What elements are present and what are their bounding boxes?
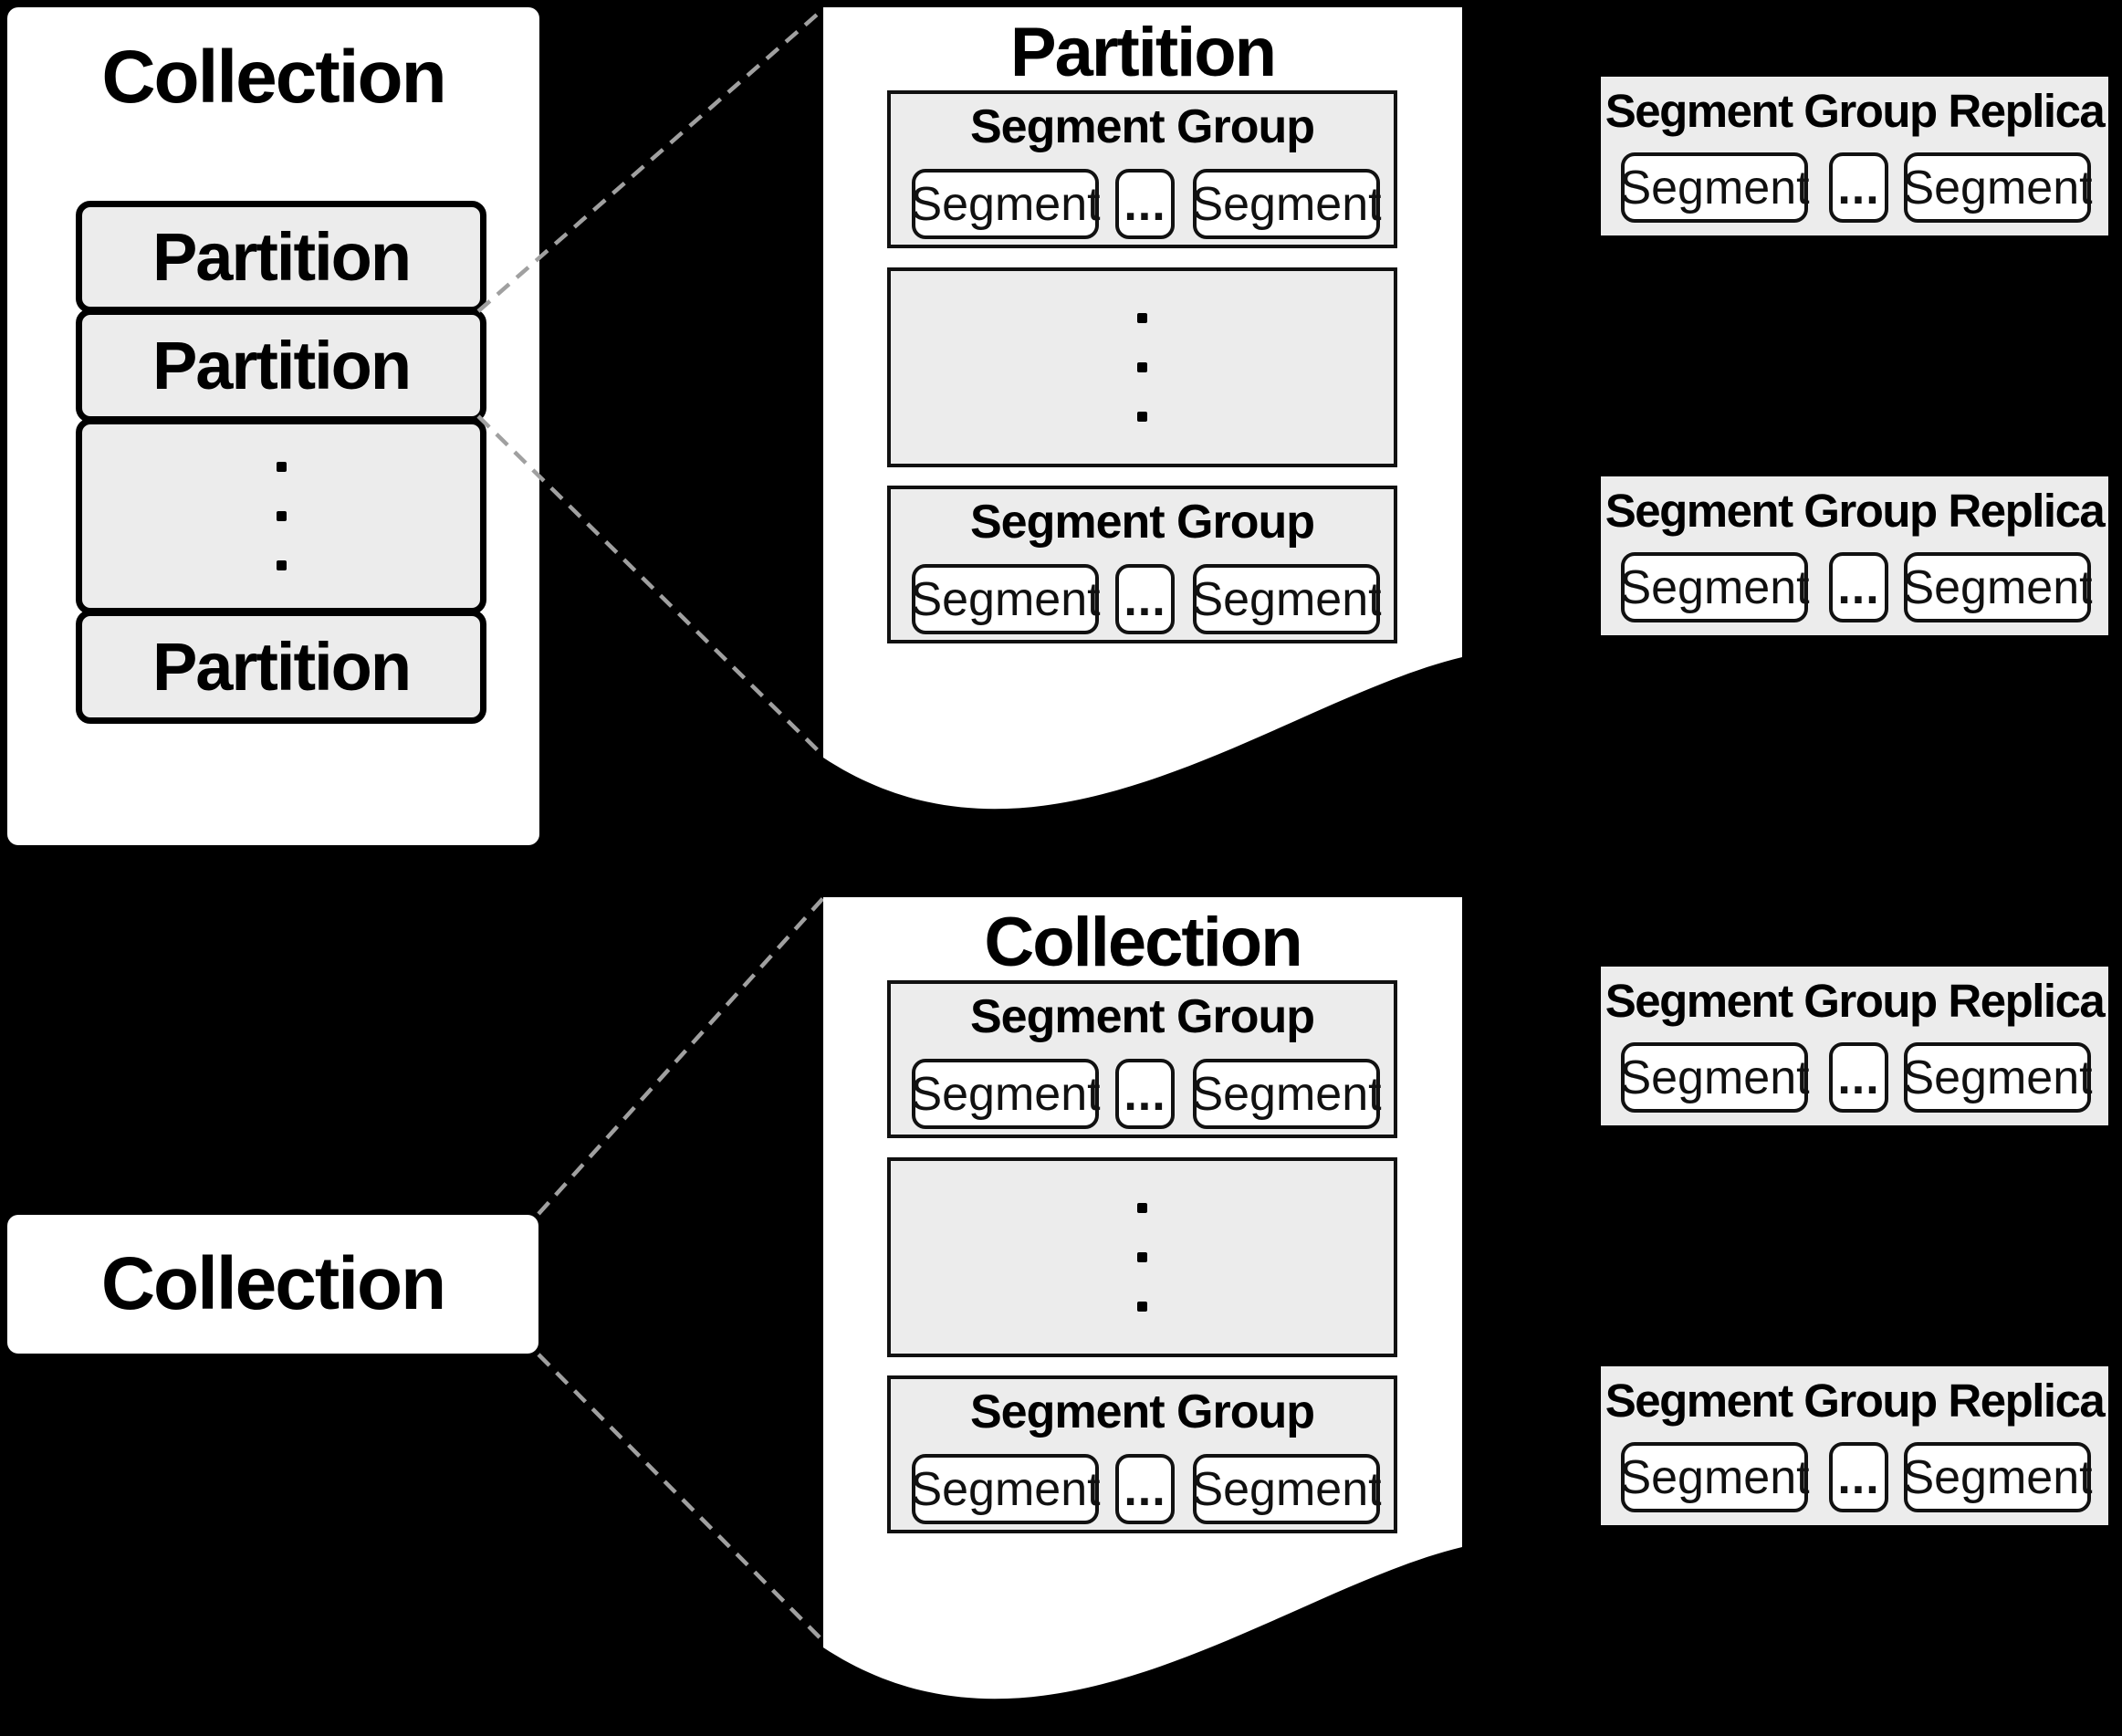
segment-chip: Segment bbox=[910, 169, 1101, 239]
vertical-ellipsis-box: . . . bbox=[887, 267, 1397, 467]
segment-chip: Segment bbox=[1902, 552, 2093, 622]
collection-box-bottom: Collection bbox=[7, 1215, 538, 1354]
partition-row-2: Partition bbox=[76, 309, 486, 423]
zoom-line-bottom-lower bbox=[537, 1353, 825, 1643]
replica-title: Segment Group Replica bbox=[1605, 485, 2106, 537]
ellipsis-chip: ... bbox=[1829, 552, 1888, 622]
segment-group-box: Segment Group Segment ... Segment bbox=[887, 980, 1397, 1138]
dot: . bbox=[1137, 1302, 1147, 1312]
segment-chip: Segment bbox=[1902, 152, 2093, 223]
segment-chip: Segment bbox=[910, 1454, 1101, 1524]
ellipsis-chip: ... bbox=[1115, 169, 1175, 239]
segment-group-box: Segment Group Segment ... Segment bbox=[887, 486, 1397, 643]
dot: . bbox=[276, 560, 287, 570]
vertical-ellipsis-box: . . . bbox=[887, 1157, 1397, 1357]
ellipsis-chip: ... bbox=[1115, 1454, 1175, 1524]
segment-chip: Segment bbox=[1191, 1454, 1382, 1524]
segment-chip: Segment bbox=[1902, 1042, 2093, 1113]
zoom-line-top-upper bbox=[476, 7, 825, 313]
segment-group-box: Segment Group Segment ... Segment bbox=[887, 90, 1397, 248]
segment-group-box: Segment Group Segment ... Segment bbox=[887, 1375, 1397, 1533]
segment-chip: Segment bbox=[1619, 1442, 1810, 1512]
segment-group-title: Segment Group bbox=[969, 1386, 1315, 1438]
segment-group-title: Segment Group bbox=[969, 990, 1315, 1043]
collection-box-title: Collection bbox=[100, 1242, 446, 1325]
segment-group-replica-box: Segment Group Replica Segment ... Segmen… bbox=[1601, 476, 2108, 635]
segment-chip: Segment bbox=[1191, 564, 1382, 634]
replica-title: Segment Group Replica bbox=[1605, 975, 2106, 1027]
dot: . bbox=[1137, 1203, 1147, 1213]
dot: . bbox=[1137, 362, 1147, 372]
ellipsis-chip: ... bbox=[1829, 152, 1888, 223]
segment-group-title: Segment Group bbox=[969, 496, 1315, 549]
partition-detail-panel: Partition Segment Group Segment ... Segm… bbox=[823, 7, 1462, 829]
replica-title: Segment Group Replica bbox=[1605, 1375, 2106, 1427]
collection-box-top: Collection Partition Partition . . . Par… bbox=[7, 7, 539, 845]
ellipsis-chip: ... bbox=[1829, 1442, 1888, 1512]
ellipsis-chip: ... bbox=[1115, 1059, 1175, 1129]
segment-chip: Segment bbox=[1619, 552, 1810, 622]
replica-title: Segment Group Replica bbox=[1605, 85, 2106, 137]
segment-chip: Segment bbox=[1191, 169, 1382, 239]
segment-chip: Segment bbox=[910, 1059, 1101, 1129]
segment-chip: Segment bbox=[1191, 1059, 1382, 1129]
partition-row-3: Partition bbox=[76, 610, 486, 724]
segment-chip: Segment bbox=[1619, 152, 1810, 223]
zoom-line-bottom-upper bbox=[537, 896, 825, 1216]
dot: . bbox=[1137, 313, 1147, 323]
segment-chip: Segment bbox=[1902, 1442, 2093, 1512]
dot: . bbox=[276, 462, 287, 472]
dot: . bbox=[276, 511, 287, 521]
collection-detail-panel: Collection Segment Group Segment ... Seg… bbox=[823, 897, 1462, 1719]
segment-chip: Segment bbox=[1619, 1042, 1810, 1113]
panel-title: Collection bbox=[984, 904, 1302, 981]
segment-group-replica-box: Segment Group Replica Segment ... Segmen… bbox=[1601, 967, 2108, 1125]
segment-group-replica-box: Segment Group Replica Segment ... Segmen… bbox=[1601, 1366, 2108, 1525]
ellipsis-chip: ... bbox=[1115, 564, 1175, 634]
segment-chip: Segment bbox=[910, 564, 1101, 634]
zoom-line-top-lower bbox=[476, 414, 825, 758]
segment-group-title: Segment Group bbox=[969, 100, 1315, 153]
dot: . bbox=[1137, 412, 1147, 422]
panel-title: Partition bbox=[1009, 14, 1277, 91]
ellipsis-chip: ... bbox=[1829, 1042, 1888, 1113]
collection-box-title: Collection bbox=[101, 36, 446, 119]
dot: . bbox=[1137, 1252, 1147, 1262]
segment-group-replica-box: Segment Group Replica Segment ... Segmen… bbox=[1601, 77, 2108, 235]
